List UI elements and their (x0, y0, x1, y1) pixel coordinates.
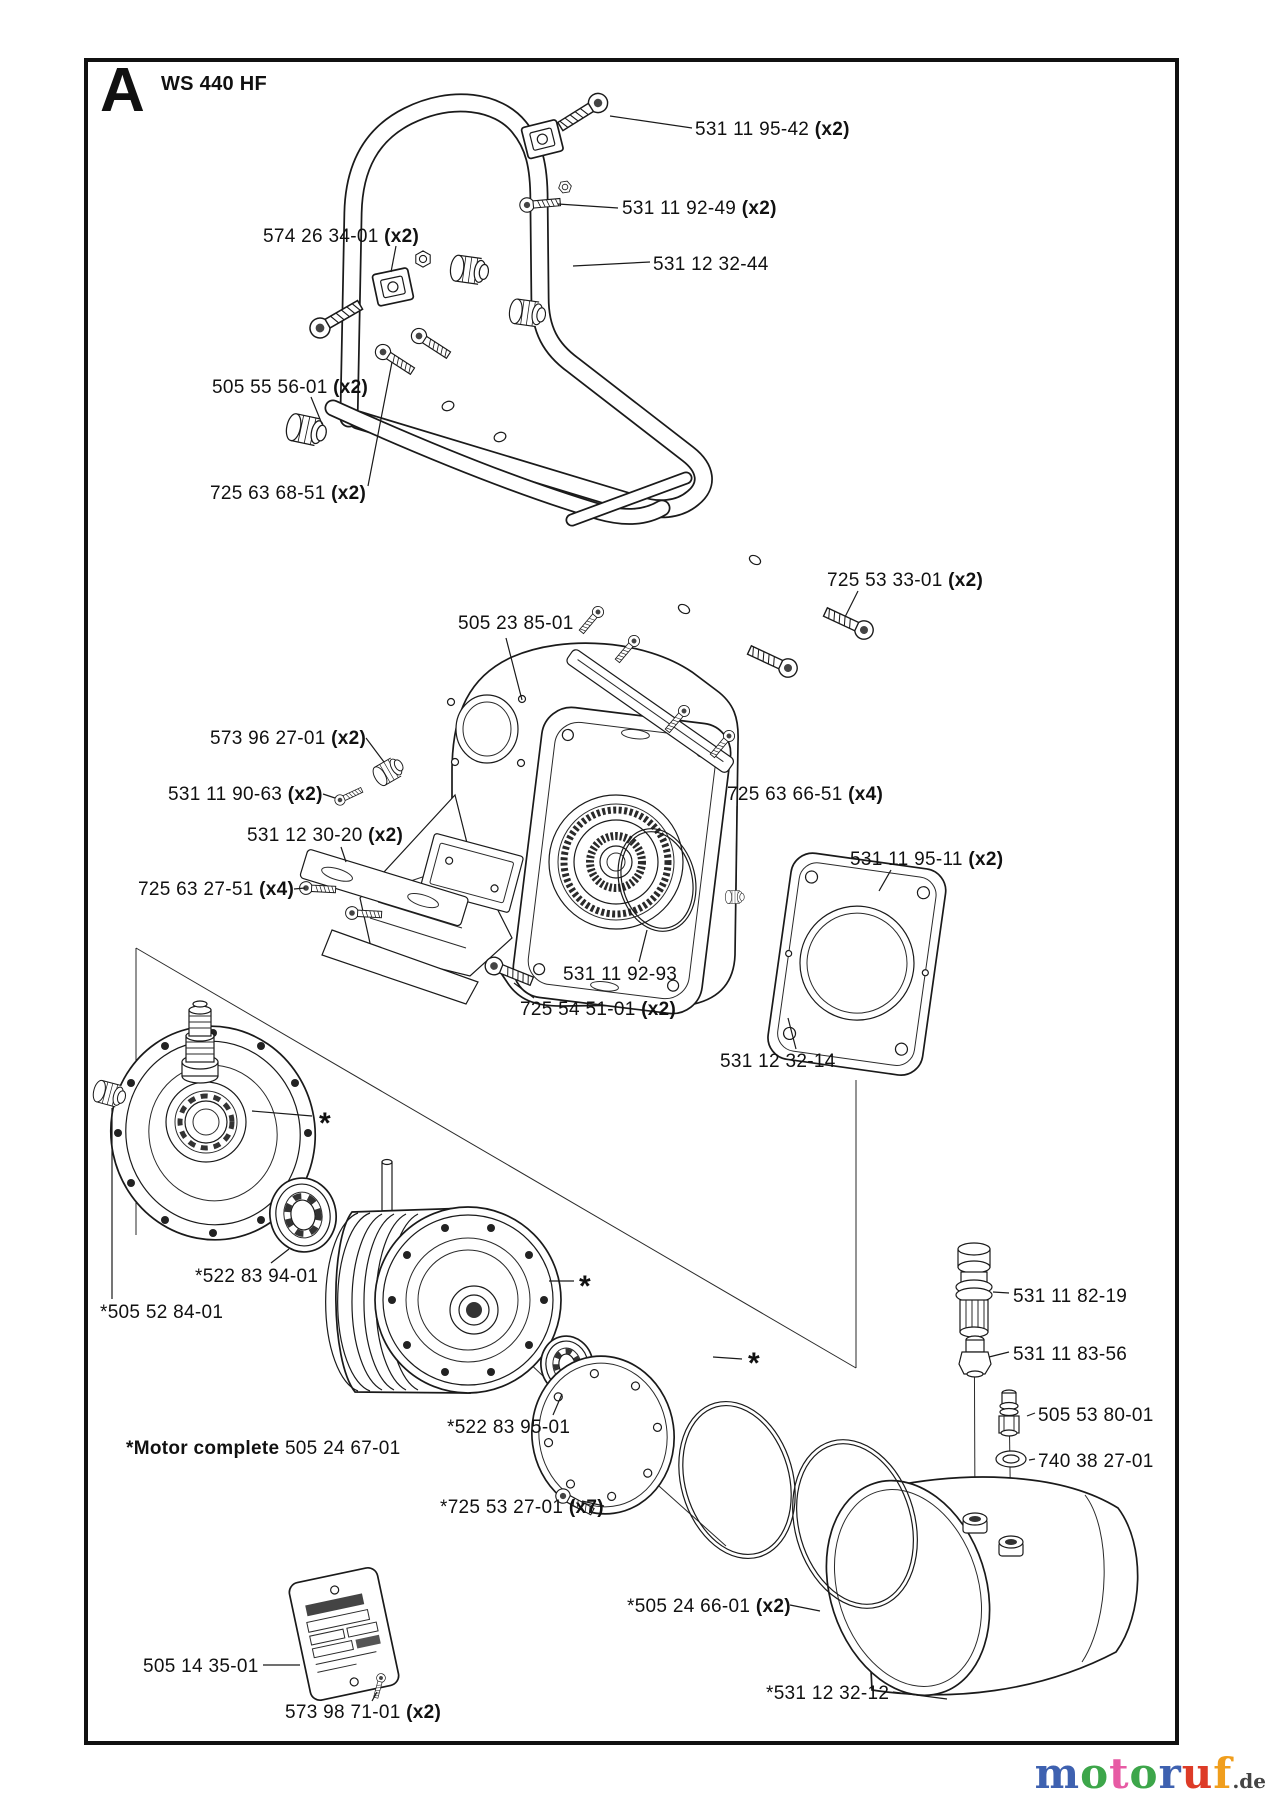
cover-strip (566, 603, 738, 773)
part-label-522-83-94-01: *522 83 94-01 (195, 1266, 319, 1287)
part-label-531-11-92-49: 531 11 92-49 (x2) (622, 198, 777, 219)
part-label-531-11-92-93: 531 11 92-93 (563, 964, 678, 985)
part-label-574-26-34-01: 574 26 34-01 (x2) (263, 226, 420, 247)
end-cover (530, 1355, 676, 1515)
spacer-group (332, 754, 408, 808)
fitting-505-53-80 (998, 1389, 1020, 1437)
part-label-531-12-32-44: 531 12 32-44 (653, 254, 769, 275)
part-label-725-63-27-51: 725 63 27-51 (x4) (138, 879, 295, 900)
part-label-505-23-85-01: 505 23 85-01 (458, 613, 574, 634)
washer-740-38-27 (995, 1450, 1027, 1468)
nut-574 (415, 250, 431, 268)
plug-505-55-56-a (283, 411, 330, 449)
part-label-725-53-27-01: *725 53 27-01 (x7) (440, 1497, 604, 1518)
washer-top (557, 178, 573, 196)
sheet-border (84, 58, 1179, 1745)
part-label-725-63-68-51: 725 63 68-51 (x2) (210, 483, 367, 504)
band-boss-a (962, 1512, 988, 1534)
o-ring-66-a (678, 1400, 796, 1560)
part-label-531-11-83-56: 531 11 83-56 (1013, 1344, 1128, 1365)
clamp-block-top (520, 119, 564, 160)
leader-lines (111, 115, 1036, 1702)
screw-725-63-68-a (371, 340, 418, 379)
plug-505-55-56-b (448, 253, 491, 287)
hose-fitting (181, 1000, 219, 1084)
band-boss-b (998, 1535, 1024, 1557)
clamp-block-left (371, 267, 415, 307)
o-ring-66-b (792, 1439, 918, 1609)
screw-531-11-95-42 (554, 89, 612, 136)
fan-housing (321, 642, 739, 1015)
cap-725-63-66 (724, 890, 745, 904)
part-label-531-11-95-11: 531 11 95-11 (x2) (850, 849, 1004, 870)
name-plate (288, 1566, 400, 1702)
part-label-725-63-66-51: 725 63 66-51 (x4) (727, 784, 884, 805)
part-label-531-12-32-12: *531 12 32-12 (766, 1683, 890, 1704)
motoruf-logo-letters: motoruf (1034, 1749, 1233, 1798)
clamp-band (825, 1476, 1139, 1697)
part-label-505-52-84-01: *505 52 84-01 (100, 1302, 224, 1323)
asterisk-mark-3: * (748, 1347, 760, 1380)
part-label-505-55-56-01: 505 55 56-01 (x2) (212, 377, 369, 398)
part-label-531-11-95-42: 531 11 95-42 (x2) (695, 119, 850, 140)
coupler-stack (955, 1242, 1027, 1468)
part-label-505-24-66-01: *505 24 66-01 (x2) (627, 1596, 791, 1617)
screw-725-63-68-b (407, 324, 454, 363)
part-label-573-98-71-01: 573 98 71-01 (x2) (285, 1702, 442, 1723)
pump-volute (90, 1000, 317, 1241)
part-label-531-12-30-20: 531 12 30-20 (x2) (247, 825, 404, 846)
frame-fasteners (283, 89, 877, 681)
asterisk-mark-1: * (319, 1107, 331, 1140)
bracket-bar (298, 833, 524, 927)
motor-drum (325, 1158, 562, 1394)
part-label-725-53-33-01: 725 53 33-01 (x2) (827, 570, 984, 591)
screw-725-53-33-b (744, 640, 801, 681)
adapter-plate (767, 852, 947, 1076)
part-label-motor-complete: *Motor complete 505 24 67-01 (126, 1438, 401, 1459)
part-label-531-11-82-19: 531 11 82-19 (1013, 1286, 1128, 1307)
part-label-531-11-90-63: 531 11 90-63 (x2) (168, 784, 323, 805)
motoruf-logo: motoruf.de (1035, 1753, 1266, 1795)
o-ring-92-93 (617, 828, 697, 932)
part-label-505-53-80-01: 505 53 80-01 (1038, 1405, 1154, 1426)
asterisk-mark-2: * (579, 1270, 591, 1303)
sheet-label: A (100, 56, 145, 125)
coupler-531-11-82-19 (955, 1242, 993, 1338)
part-label-505-14-35-01: 505 14 35-01 (143, 1656, 259, 1677)
bearing-94 (269, 1177, 337, 1253)
carrying-frame (324, 93, 762, 615)
part-label-531-12-32-14: 531 12 32-14 (720, 1051, 836, 1072)
part-label-725-54-51-01: 725 54 51-01 (x2) (520, 999, 677, 1020)
motoruf-logo-suffix: .de (1232, 1769, 1266, 1793)
nipple-531-11-83-56 (958, 1335, 992, 1378)
part-label-573-96-27-01: 573 96 27-01 (x2) (210, 728, 367, 749)
part-label-740-38-27-01: 740 38 27-01 (1038, 1451, 1154, 1472)
model-title: WS 440 HF (161, 73, 268, 95)
part-label-522-83-95-01: *522 83 95-01 (447, 1417, 571, 1438)
